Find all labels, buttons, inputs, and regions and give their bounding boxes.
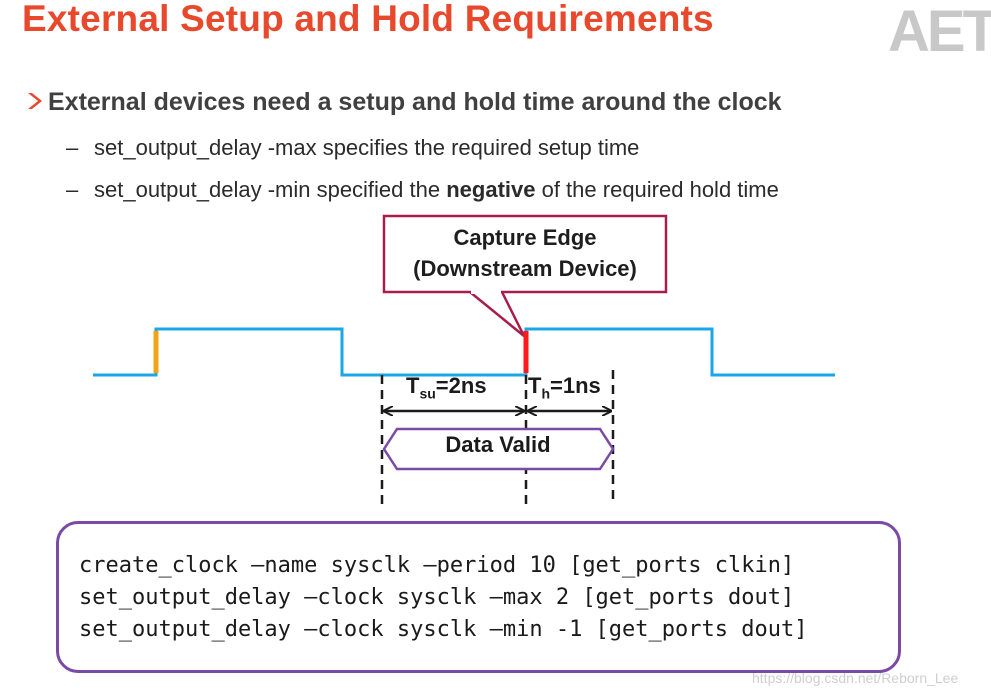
slide-title: External Setup and Hold Requirements: [22, 0, 714, 39]
emphasis-negative: negative: [446, 177, 536, 202]
logo-text: AET: [888, 4, 991, 60]
tsu-symbol: T: [406, 373, 420, 398]
th-symbol: T: [528, 373, 542, 398]
setup-time-label: Tsu=2ns: [406, 373, 487, 401]
th-value: =1ns: [550, 373, 601, 398]
clock-waveform: [93, 327, 835, 377]
code-block: create_clock –name sysclk –period 10 [ge…: [56, 521, 901, 673]
sub-bullet-text: set_output_delay -min specified the: [94, 177, 447, 202]
callout-label: Capture Edge (Downstream Device): [384, 222, 666, 284]
th-subscript: h: [541, 385, 551, 402]
dash-marker: –: [66, 135, 79, 160]
callout-line-1: Capture Edge: [453, 225, 597, 250]
data-valid-label: Data Valid: [445, 432, 551, 457]
tsu-value: =2ns: [435, 373, 487, 398]
code-line: set_output_delay –clock sysclk –max 2 [g…: [79, 585, 795, 610]
data-valid-shape: [382, 427, 615, 471]
callout-box: [382, 214, 668, 294]
dash-marker: –: [66, 177, 79, 202]
code-line: set_output_delay –clock sysclk –min -1 […: [79, 617, 808, 642]
sub-bullet-text: set_output_delay -max specifies the requ…: [94, 135, 640, 160]
hold-time-label: Th=1ns: [528, 373, 601, 401]
chevron-right-icon: [26, 89, 48, 118]
main-bullet: External devices need a setup and hold t…: [26, 88, 782, 118]
sub-bullet-text-end: of the required hold time: [535, 177, 779, 202]
company-logo: AET: [888, 4, 991, 60]
main-bullet-text: External devices need a setup and hold t…: [48, 88, 782, 116]
sub-bullet-max: –set_output_delay -max specifies the req…: [66, 135, 639, 161]
callout-pointer: [469, 291, 526, 337]
code-line: create_clock –name sysclk –period 10 [ge…: [79, 553, 795, 578]
watermark: https://blog.csdn.net/Reborn_Lee: [752, 670, 959, 686]
callout-line-2: (Downstream Device): [413, 256, 637, 281]
code-text: create_clock –name sysclk –period 10 [ge…: [79, 550, 807, 646]
tsu-subscript: su: [419, 385, 436, 402]
sub-bullet-min: –set_output_delay -min specified the neg…: [66, 177, 779, 203]
